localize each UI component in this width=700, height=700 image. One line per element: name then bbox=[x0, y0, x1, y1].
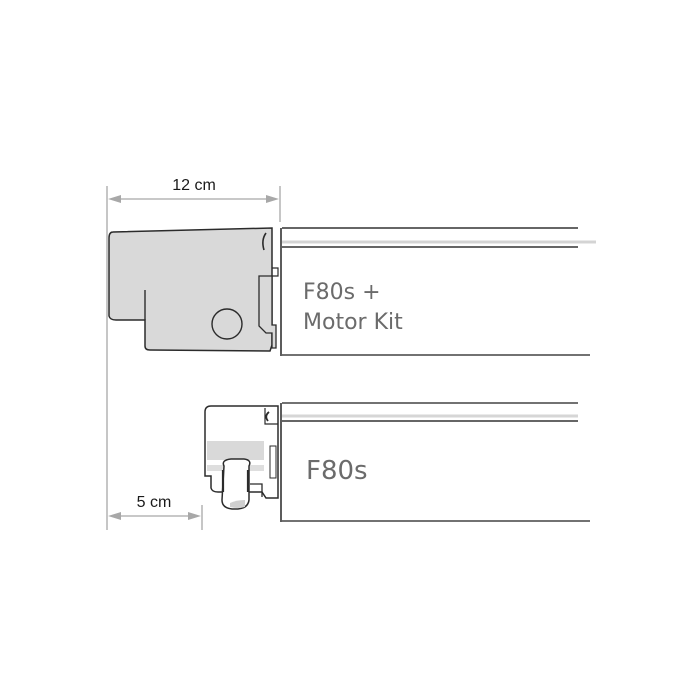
end-cap-top-step bbox=[264, 408, 278, 425]
crank-arm bbox=[250, 483, 263, 497]
motor-round-cover-icon bbox=[211, 308, 243, 340]
crank-bracket bbox=[221, 458, 251, 510]
crank-bracket-edges bbox=[221, 470, 250, 492]
arrow-left-icon bbox=[108, 195, 121, 203]
product-label: F80s bbox=[306, 456, 368, 486]
arrow-right-icon bbox=[266, 195, 279, 203]
arrow-left-icon bbox=[108, 512, 121, 520]
connector-tab bbox=[272, 267, 279, 277]
motor-housing bbox=[108, 227, 273, 352]
product-label-line2: Motor Kit bbox=[303, 310, 403, 335]
end-cap-gray-band bbox=[207, 441, 264, 460]
housing-clip-detail bbox=[262, 232, 267, 251]
product-f80s-motor-kit: F80s + Motor Kit bbox=[108, 227, 596, 356]
product-f80s: F80s bbox=[204, 402, 590, 522]
product-label-line1: F80s + bbox=[303, 280, 381, 305]
motor-connector-block bbox=[258, 275, 277, 349]
arrow-right-icon bbox=[188, 512, 201, 520]
dimension-12cm: 12 cm bbox=[106, 177, 281, 530]
crank-bracket-shadow bbox=[230, 500, 245, 508]
dimension-label-5cm: 5 cm bbox=[137, 494, 172, 511]
end-cap-clip-detail bbox=[265, 411, 270, 422]
end-cap-slot bbox=[269, 445, 277, 479]
dimension-label-12cm: 12 cm bbox=[172, 177, 216, 194]
dimension-5cm: 5 cm bbox=[108, 494, 203, 530]
